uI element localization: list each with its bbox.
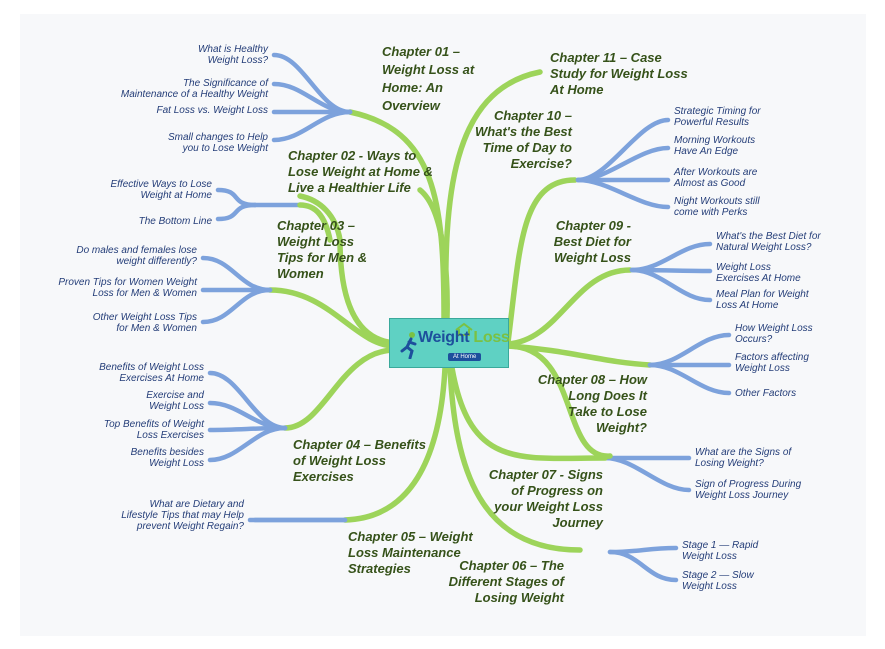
ch11-branch — [442, 69, 543, 321]
ch01-leaf-2: Fat Loss vs. Weight Loss — [156, 105, 268, 116]
ch09-branch — [505, 267, 633, 347]
ch08-twig-2 — [647, 362, 732, 396]
ch09-twig-0 — [629, 241, 713, 273]
ch03-branch-b — [267, 287, 398, 349]
ch04-branch — [282, 347, 398, 431]
ch08-branch-extra — [505, 343, 653, 368]
ch10-branch — [505, 177, 578, 345]
ch08-leaf-2: Other Factors — [735, 388, 796, 399]
ch03-twig-0 — [200, 255, 273, 293]
ch06-twig-1 — [607, 549, 679, 583]
ch04-twig-0 — [207, 370, 288, 431]
ch02-twig-1 — [215, 202, 258, 222]
house-icon — [455, 322, 473, 336]
ch07-twig-1 — [602, 455, 692, 493]
logo-tagline: At Home — [448, 353, 482, 361]
runner-icon — [400, 332, 417, 359]
ch05-branch — [342, 365, 448, 523]
ch07-branch — [449, 365, 608, 462]
center-logo: Weight Loss At Home — [389, 318, 510, 368]
ch04-twig-3 — [207, 425, 288, 463]
ch01-branch — [347, 109, 447, 321]
ch06-branch — [447, 365, 583, 553]
ch08-branch — [505, 343, 613, 459]
ch09-twig-2 — [629, 267, 713, 303]
ch02-leaf-1: The Bottom Line — [139, 216, 213, 227]
ch01-twig-3 — [271, 109, 353, 143]
ch10-twig-3 — [575, 177, 671, 210]
logo-wordmark: Weight Loss — [418, 329, 510, 346]
ch08-twig-0 — [647, 332, 732, 368]
ch02-twig-0 — [215, 187, 258, 208]
ch03-twig-2 — [200, 287, 273, 325]
branch-lines — [200, 52, 732, 583]
ch02-link — [297, 202, 333, 243]
ch03-branch — [297, 193, 398, 346]
